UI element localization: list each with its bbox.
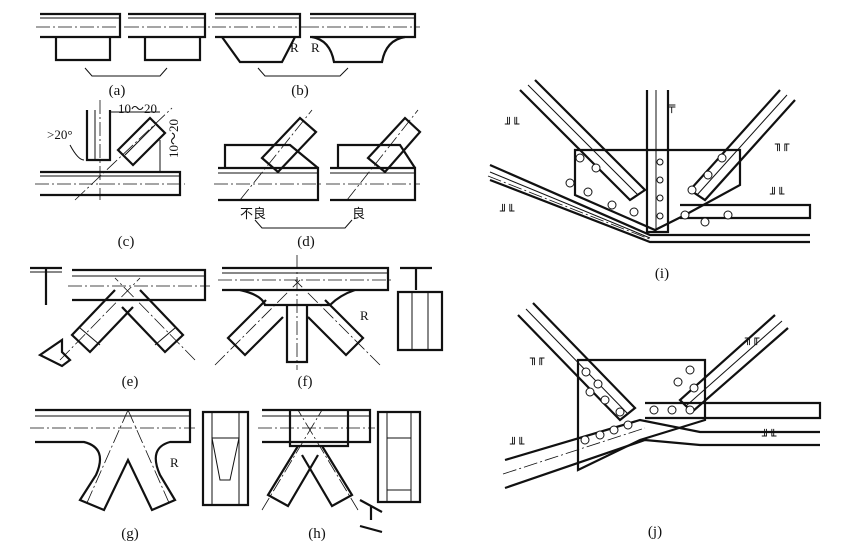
panel-b-radius-right: R xyxy=(311,40,320,55)
panel-c-angle: >20° xyxy=(47,127,73,142)
panel-f: R (f) xyxy=(214,255,444,390)
panel-d-left-joint xyxy=(214,109,322,202)
panel-i: ╜╙ ╤ ╖╓ ╜╙ ╜╙ (i) xyxy=(487,79,812,282)
panel-j-section-left-chord: ╜╙ xyxy=(509,436,525,451)
panel-a-label: (a) xyxy=(109,83,126,99)
panel-i-right-diagonal xyxy=(688,89,796,202)
panel-e-tee-section xyxy=(30,266,62,305)
panel-e-left-diagonal xyxy=(59,277,141,361)
panel-e-angle-section xyxy=(37,337,72,368)
panel-i-right-chord xyxy=(680,203,812,220)
panel-f-side-section xyxy=(396,266,444,352)
panel-h: (h) xyxy=(258,408,422,542)
panel-i-section-upper-right: ╖╓ xyxy=(774,137,790,151)
panel-c-offset-vertical: 10～20 xyxy=(166,119,181,158)
panel-j-section-right-chord: ╜╙ xyxy=(761,428,777,443)
panel-i-bottom-chord xyxy=(487,163,810,244)
panel-i-section-vertical: ╤ xyxy=(667,99,676,113)
panel-c-diagonal-member xyxy=(74,107,173,201)
panel-i-section-right-chord: ╜╙ xyxy=(769,186,785,201)
panel-i-left-diagonal xyxy=(519,79,647,202)
panel-f-chord xyxy=(218,266,392,307)
panel-j-left-diagonal xyxy=(517,302,637,422)
panel-h-right-diagonal xyxy=(297,409,359,511)
panel-c-label: (c) xyxy=(118,234,135,250)
panel-h-label: (h) xyxy=(308,526,326,542)
panel-h-chord xyxy=(258,408,375,448)
panel-c-chord xyxy=(35,170,185,197)
panel-b-label: (b) xyxy=(291,83,309,99)
panel-g-radius: R xyxy=(170,455,179,470)
panel-i-label: (i) xyxy=(655,266,669,282)
panel-c: >20° 10～20 10～20 (c) xyxy=(35,100,185,250)
panel-d-right-joint xyxy=(326,109,422,202)
panel-i-bolts xyxy=(565,153,733,227)
panel-j-label: (j) xyxy=(648,524,662,540)
panel-f-right-diagonal xyxy=(294,279,381,366)
panel-h-cross-section xyxy=(359,499,383,534)
panel-e-label: (e) xyxy=(122,374,139,390)
panel-b-left-chord: R xyxy=(212,12,305,64)
panel-d: 不良 良 (d) xyxy=(214,109,422,250)
panel-j-right-chord xyxy=(645,401,822,420)
panel-a-left-chord xyxy=(36,12,125,62)
panel-a: (a) xyxy=(36,12,210,99)
panel-g-label: (g) xyxy=(121,526,139,542)
panel-j-right-diagonal xyxy=(678,314,789,414)
panel-g-side-section xyxy=(201,410,250,507)
panel-d-good: 良 xyxy=(352,206,365,222)
panel-g: R (g) xyxy=(30,408,250,542)
panel-i-section-upper-left: ╜╙ xyxy=(504,116,520,131)
panel-e-chord xyxy=(68,268,210,302)
panel-h-side-section xyxy=(376,410,422,504)
panel-d-label: (d) xyxy=(297,234,315,250)
panel-a-right-chord xyxy=(125,12,210,62)
panel-j-bolts xyxy=(580,365,699,445)
panel-e-right-diagonal xyxy=(114,277,196,361)
panel-j-gusset-plate xyxy=(576,358,707,472)
panel-c-vertical-member xyxy=(85,100,112,200)
panel-c-offset-horizontal: 10～20 xyxy=(118,101,157,116)
panel-h-left-diagonal xyxy=(261,409,323,511)
panel-b-radius-left: R xyxy=(290,40,299,55)
panel-g-gusset-chord xyxy=(30,408,195,512)
panel-e: (e) xyxy=(30,266,210,390)
panel-f-vertical-member xyxy=(285,255,309,370)
panel-b: R R (b) xyxy=(212,12,420,99)
panel-j: ╖╓ ╖╓ ╜╙ ╜╙ (j) xyxy=(502,302,822,540)
panel-j-bottom-chord xyxy=(502,418,820,490)
panel-j-section-upper-right: ╖╓ xyxy=(744,331,760,345)
panel-f-label: (f) xyxy=(298,374,313,390)
panel-i-section-left-chord: ╜╙ xyxy=(499,203,515,218)
panel-d-bad: 不良 xyxy=(240,206,266,222)
panel-f-left-diagonal xyxy=(214,279,301,366)
panel-b-right-chord: R xyxy=(305,12,420,64)
panel-j-section-upper-left: ╖╓ xyxy=(529,351,545,365)
panel-i-vertical xyxy=(645,90,670,234)
panel-f-radius: R xyxy=(360,308,369,323)
